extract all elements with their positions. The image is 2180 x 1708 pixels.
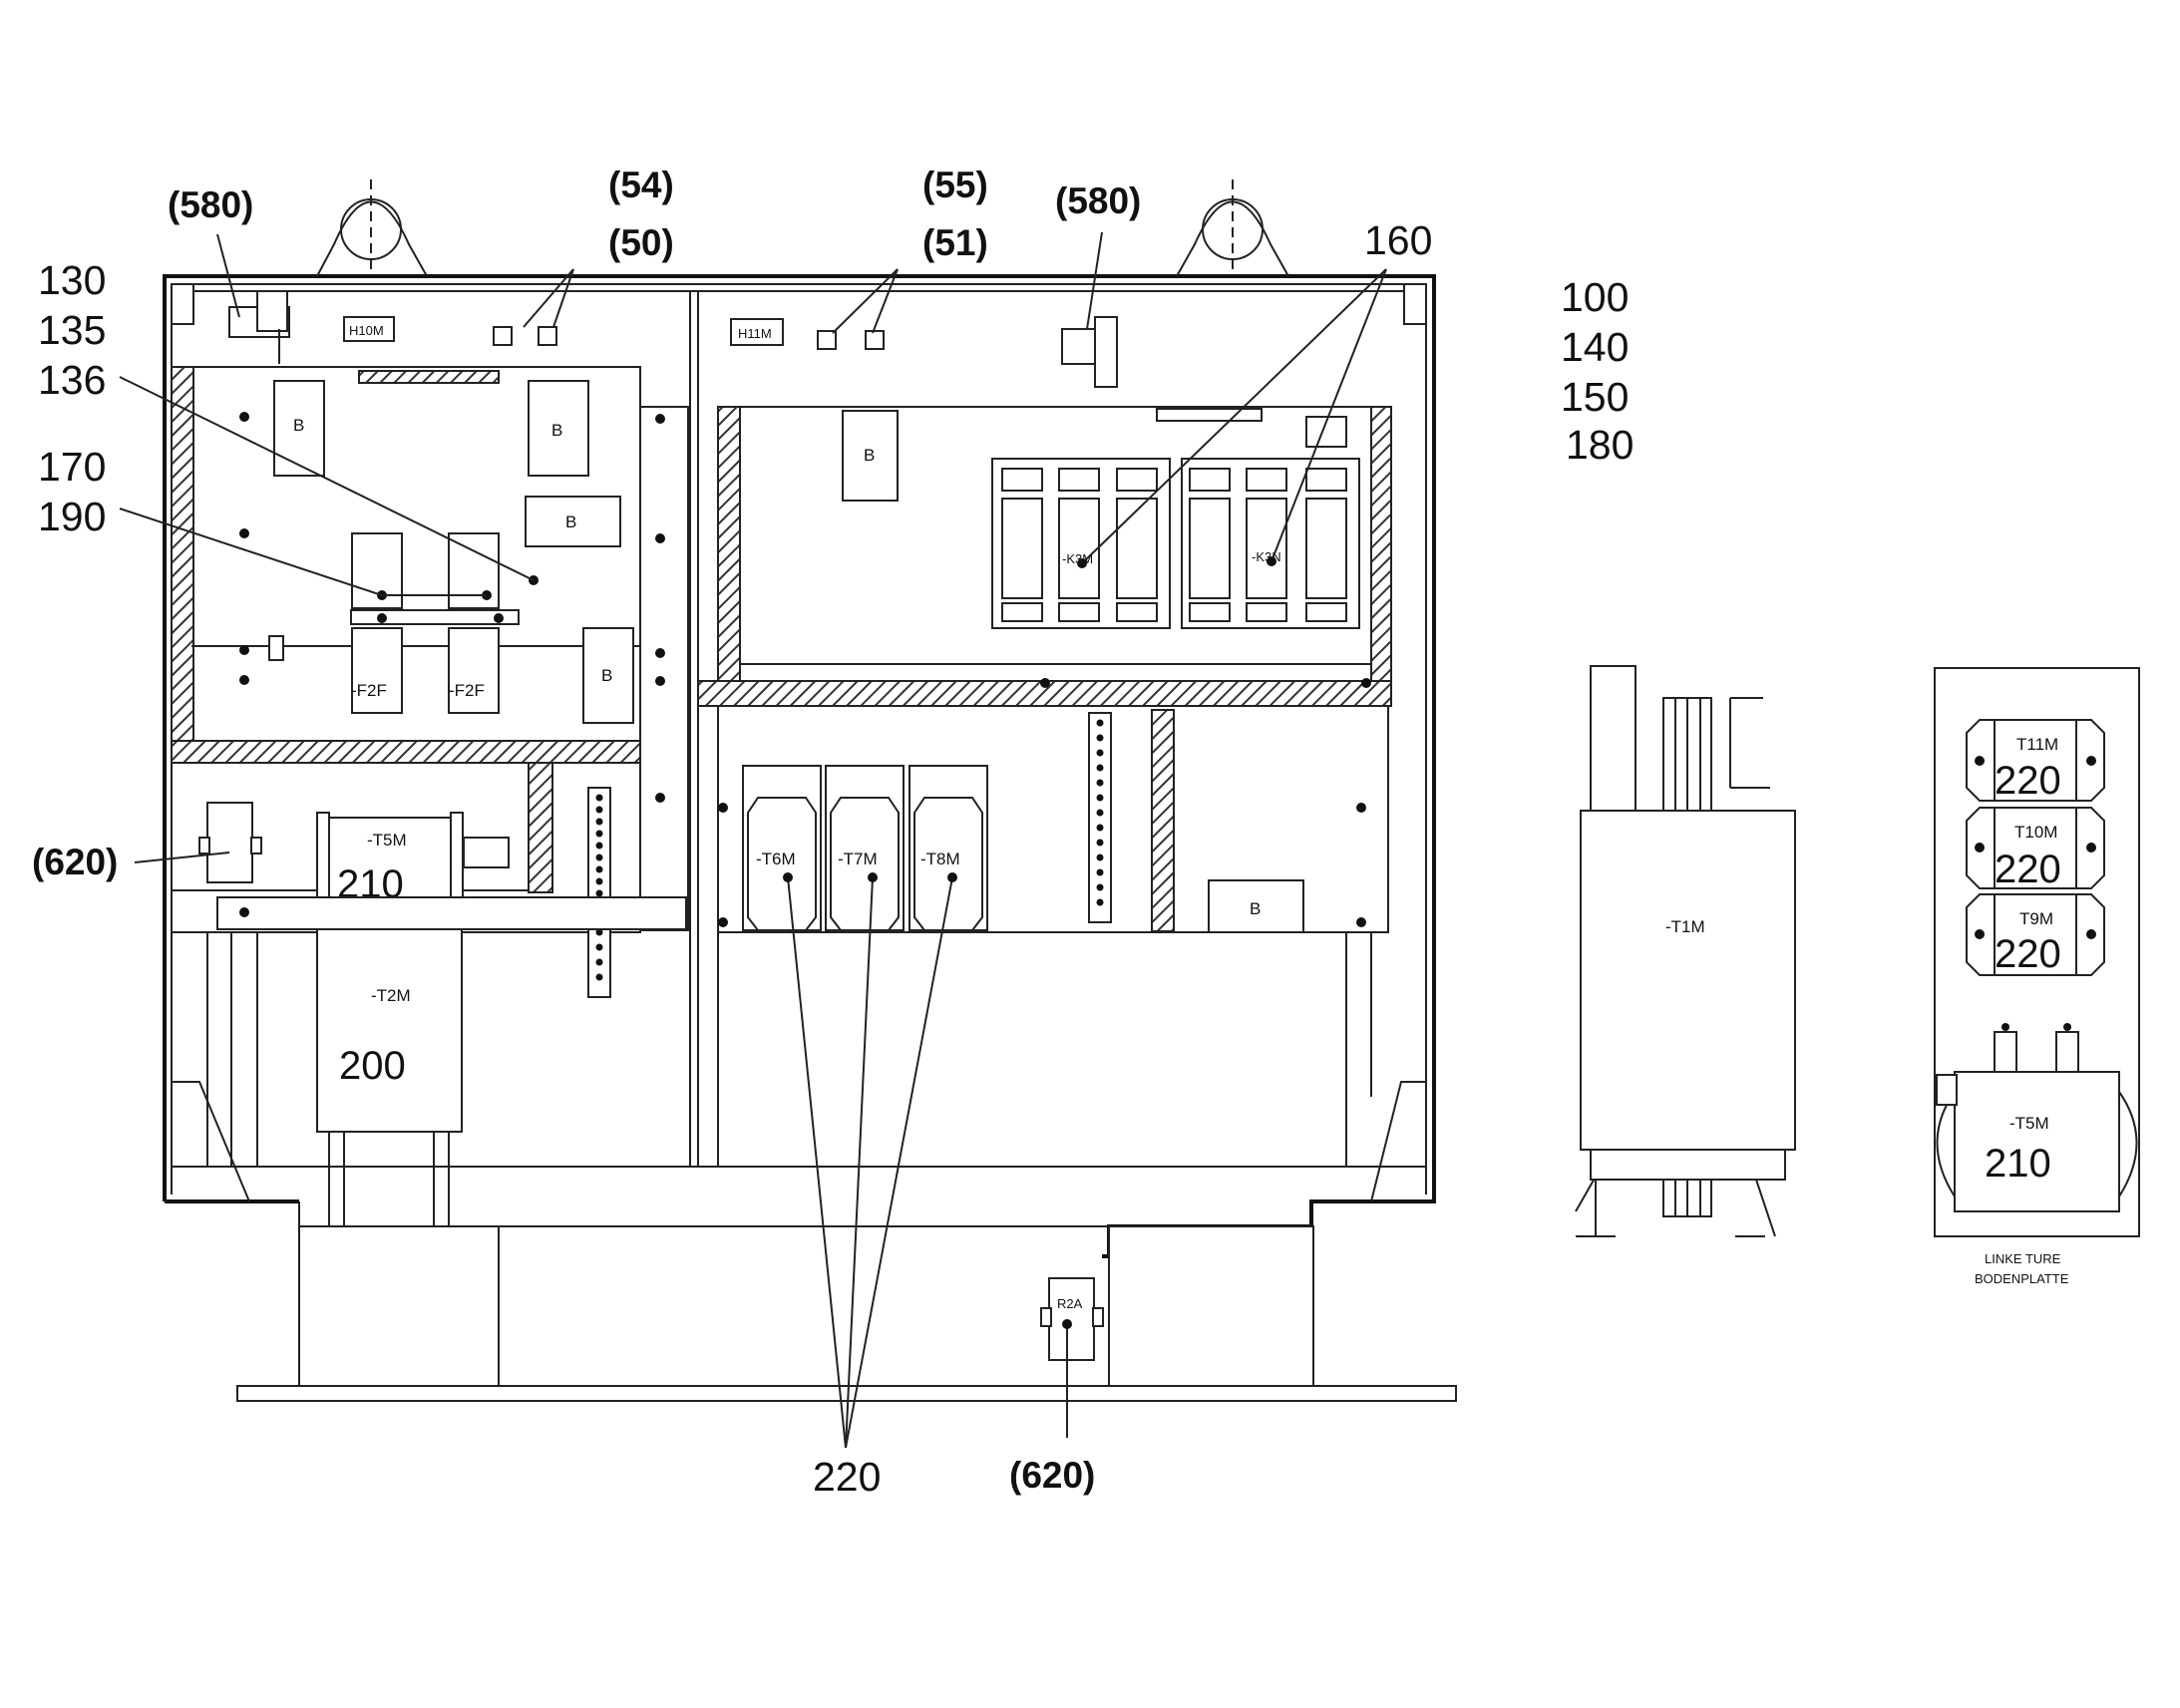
mounting-bar <box>216 896 687 930</box>
terminal-51a <box>817 330 837 350</box>
svg-text:B: B <box>293 416 304 435</box>
svg-text:B: B <box>864 446 875 465</box>
terminal-50b <box>538 326 557 346</box>
callout-135: 135 <box>38 307 106 353</box>
switch-580-right <box>1061 316 1118 388</box>
t2m-label: -T2M <box>371 986 411 1005</box>
leader-lines <box>119 231 1387 1449</box>
contactor-group-right: -K3N <box>1181 458 1360 629</box>
h11m-label: H11M <box>738 326 772 341</box>
callout-580-right: (580) <box>1055 180 1141 221</box>
contactor-group-left: -K3M <box>991 458 1171 629</box>
fuse-f2f-left: -F2F <box>351 532 403 714</box>
terminal-51b <box>865 330 885 350</box>
base-plinth <box>236 1225 1457 1402</box>
block-b-2: B <box>528 380 589 477</box>
callout-620-bottom: (620) <box>1009 1455 1095 1496</box>
callout-580-left: (580) <box>168 184 253 225</box>
block-b-6: B <box>1208 879 1304 933</box>
callout-55: (55) <box>922 165 988 205</box>
callout-190: 190 <box>38 494 106 539</box>
transformer-t6m: -T6M <box>742 765 822 931</box>
device-h11m: H11M <box>730 318 784 346</box>
callout-180: 180 <box>1566 422 1634 468</box>
callout-150: 150 <box>1561 374 1629 420</box>
svg-text:-F2F: -F2F <box>449 681 485 700</box>
transformer-t1m: -T1M <box>1575 665 1796 1237</box>
t5m-main-label: -T5M <box>367 831 407 850</box>
resistor-r2a: R2A <box>1040 1277 1104 1361</box>
callout-160: 160 <box>1364 217 1432 263</box>
transformer-t5m-main: -T5M 210 <box>316 812 510 908</box>
t5m-door-label: -T5M <box>2009 1114 2049 1133</box>
callout-220-t9: 220 <box>1995 932 2061 976</box>
t1m-label: -T1M <box>1665 917 1705 936</box>
callout-170: 170 <box>38 444 106 490</box>
t6m-label: -T6M <box>756 850 796 868</box>
device-h10m: H10M <box>343 316 395 342</box>
callout-620-left: (620) <box>32 842 118 882</box>
callout-100: 100 <box>1561 274 1629 320</box>
h10m-label: H10M <box>349 323 384 338</box>
t10m-label: T10M <box>2014 823 2057 842</box>
callout-220-t10: 220 <box>1995 848 2061 891</box>
svg-text:B: B <box>601 666 612 685</box>
lifting-eye-right <box>1176 179 1289 277</box>
center-rail <box>639 406 689 931</box>
t7m-label: -T7M <box>838 850 878 868</box>
t11m-label: T11M <box>2016 735 2058 754</box>
callout-220-t11: 220 <box>1995 759 2061 803</box>
callout-50: (50) <box>608 222 674 263</box>
svg-text:B: B <box>1250 899 1261 918</box>
door-caption-line2: BODENPLATTE <box>1975 1271 2069 1286</box>
callout-51: (51) <box>922 222 988 263</box>
callout-54: (54) <box>608 165 674 205</box>
callout-220-bottom: 220 <box>813 1454 881 1500</box>
left-door-panel: T11M 220 T10M 220 T9M 220 -T5M 210 <box>1934 667 2140 1237</box>
r2a-label: R2A <box>1057 1296 1083 1311</box>
lifting-eye-left <box>316 179 428 277</box>
switch-580-left <box>228 290 290 364</box>
small-terminal <box>268 635 284 661</box>
block-b-1: B <box>273 380 325 477</box>
callout-200: 200 <box>339 1044 406 1088</box>
svg-text:B: B <box>565 512 576 531</box>
callout-136: 136 <box>38 357 106 403</box>
transformer-t2m: -T2M 200 <box>316 896 463 1227</box>
terminal-50a <box>493 326 513 346</box>
k3n-label: -K3N <box>1252 549 1281 564</box>
callout-130: 130 <box>38 257 106 303</box>
transformer-t8m: -T8M <box>908 765 988 931</box>
t9m-label: T9M <box>2019 909 2053 928</box>
label-strip <box>1156 408 1263 422</box>
t8m-label: -T8M <box>920 850 960 868</box>
busbar <box>350 609 520 625</box>
door-caption-line1: LINKE TURE <box>1985 1251 2061 1266</box>
block-b-3: B <box>525 496 621 547</box>
block-b-4: B <box>582 627 634 724</box>
transformer-t7m: -T7M <box>825 765 905 931</box>
svg-text:B: B <box>551 421 562 440</box>
resistor-620-left <box>198 802 262 883</box>
block-b-5: B <box>842 410 899 502</box>
callout-210-door: 210 <box>1985 1142 2051 1186</box>
svg-text:-F2F: -F2F <box>351 681 387 700</box>
terminal-strip-right <box>1088 712 1112 923</box>
callout-140: 140 <box>1561 324 1629 370</box>
